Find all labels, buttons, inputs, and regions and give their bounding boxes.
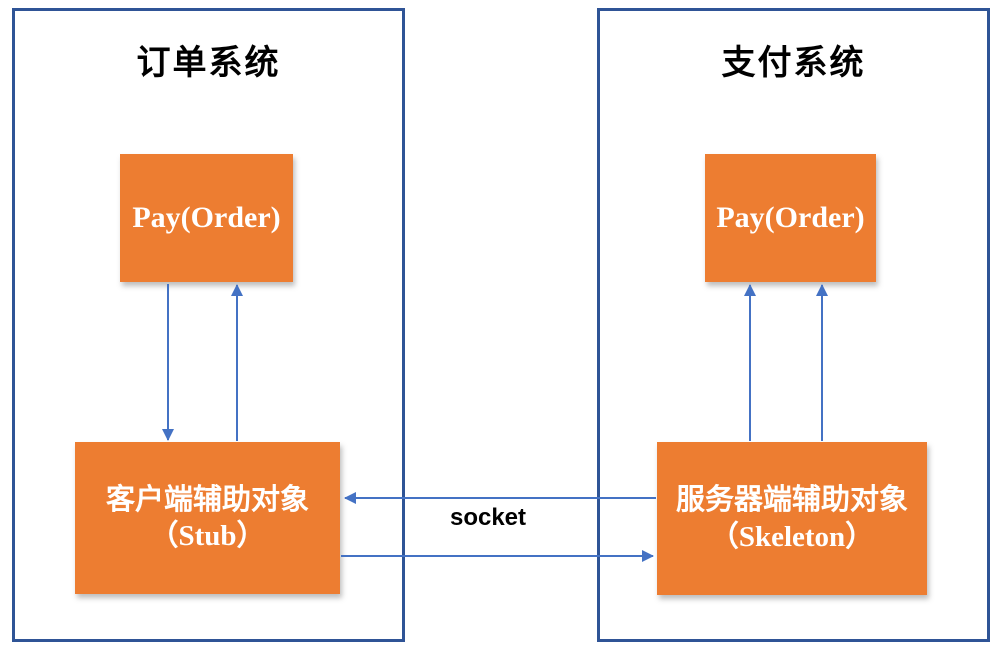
order-system-title: 订单系统: [136, 44, 281, 82]
order-system-container: 订单系统: [12, 8, 405, 642]
client-stub-box: 客户端辅助对象 （Stub）: [75, 442, 340, 594]
order-pay-method-box: Pay(Order): [120, 154, 293, 282]
server-skeleton-label-line2: （Skeleton）: [709, 520, 875, 553]
payment-pay-method-label: Pay(Order): [716, 201, 865, 234]
payment-pay-method-box: Pay(Order): [705, 154, 876, 282]
server-skeleton-box: 服务器端辅助对象 （Skeleton）: [657, 442, 927, 595]
client-stub-label-line1: 客户端辅助对象: [105, 483, 309, 516]
server-skeleton-label-line1: 服务器端辅助对象: [675, 484, 908, 517]
order-pay-method-label: Pay(Order): [132, 201, 281, 234]
client-stub-label-line2: （Stub）: [149, 520, 266, 552]
socket-label: socket: [449, 504, 527, 531]
payment-system-title: 支付系统: [721, 44, 866, 82]
payment-system-container: 支付系统: [597, 8, 990, 642]
